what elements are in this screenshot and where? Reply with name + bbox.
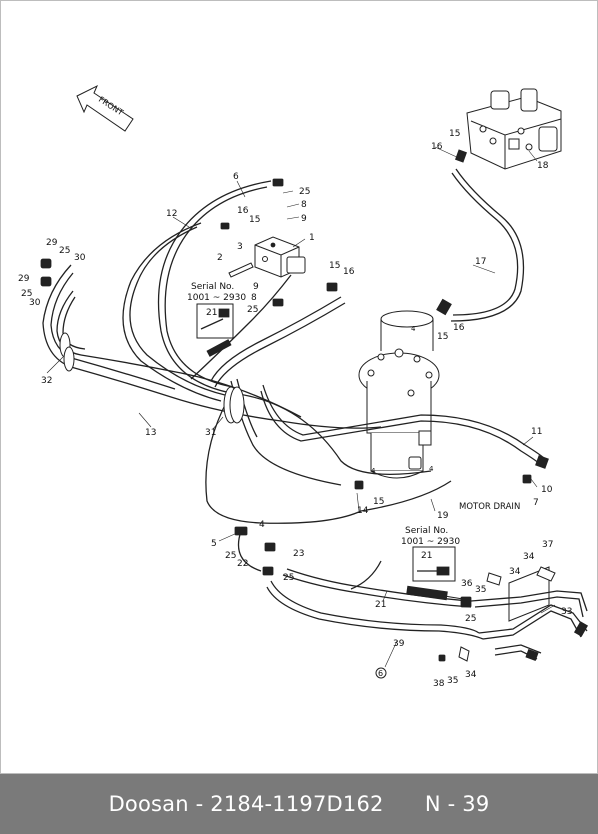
callout-25: 25 [21,289,32,299]
callout-9: 9 [253,282,259,292]
callout-4: 4 [429,465,434,473]
swivel-joint [358,310,440,479]
callout-15: 15 [329,261,340,271]
callout-6: 6 [233,172,239,182]
callout-35: 35 [475,585,486,595]
callout-17: 17 [475,257,486,267]
callout-15: 15 [449,129,460,139]
callout-11: 11 [531,427,542,437]
callout-18: 18 [537,161,549,171]
serial-note-b-range: 1001 ~ 2930 [401,537,460,547]
callout-4: 4 [411,325,416,333]
callout-15: 15 [249,215,260,225]
callout-30: 30 [74,253,86,263]
callout-35: 35 [447,676,458,686]
callout-16: 16 [237,206,249,216]
hose-lines [42,168,546,640]
callout-34: 34 [523,552,535,562]
serial-note-a-part: 21 [206,308,217,318]
footer-page: N - 39 [424,792,490,816]
callout-13: 13 [145,428,156,438]
serial-note-a-range: 1001 ~ 2930 [187,293,246,303]
callout-39: 39 [393,639,405,649]
callout-9: 9 [301,214,307,224]
callout-2: 2 [217,253,223,263]
callout-23: 23 [293,549,304,559]
manifold-block [228,236,306,278]
callout-8: 8 [251,293,257,303]
fittings [40,149,549,662]
circled-callout-number: 6 [378,669,383,678]
callout-37: 37 [542,540,553,550]
footer-brand: Doosan [108,792,189,816]
front-arrow: FRONT [76,84,134,132]
callout-12: 12 [166,209,177,219]
callout-4: 4 [259,520,265,530]
callout-25: 25 [225,551,236,561]
serial-note-b: Serial No. 1001 ~ 2930 21 [401,526,460,582]
callout-30: 30 [29,298,41,308]
callout-1: 1 [309,233,315,243]
callout-7: 7 [533,498,539,508]
diagram-frame: FRONT [0,0,598,774]
callout-32: 32 [41,376,52,386]
callout-10: 10 [541,485,553,495]
callout-5: 5 [211,539,217,549]
callout-33: 33 [561,607,572,617]
footer-gap [384,792,425,816]
hose-clamps [59,332,556,662]
pipe-assembly [470,566,589,661]
callout-25: 25 [59,246,70,256]
serial-note-a-title: Serial No. [191,282,234,292]
callout-25: 25 [247,305,258,315]
callout-25: 25 [465,614,476,624]
callout-25: 25 [283,573,294,583]
callout-19: 19 [437,511,449,521]
callout-34: 34 [465,670,477,680]
serial-note-b-title: Serial No. [405,526,448,536]
callout-16: 16 [343,267,355,277]
callout-3: 3 [237,242,243,252]
hydraulic-hose-diagram: FRONT [18,84,589,689]
callout-4: 4 [371,467,376,475]
control-valve [466,88,562,170]
callout-36: 36 [461,579,473,589]
callout-34: 34 [509,567,521,577]
serial-note-a: Serial No. 1001 ~ 2930 21 [187,282,246,339]
circled-callout: 6 [375,667,387,679]
footer-part-number: 2184-1197D162 [210,792,384,816]
callout-38: 38 [433,679,445,689]
callout-15: 15 [373,497,384,507]
footer-separator: - [188,792,211,816]
callout-labels: 6 25 8 9 12 16 15 1 3 2 15 16 29 25 30 2… [18,129,572,689]
footer-bar: Doosan - 2184-1197D162 N - 39 [0,774,598,834]
motor-drain-label: MOTOR DRAIN [459,502,520,512]
callout-15: 15 [437,332,448,342]
callout-31: 31 [205,428,216,438]
serial-note-b-part: 21 [421,551,432,561]
callout-16: 16 [431,142,443,152]
callout-8: 8 [301,200,307,210]
callout-14: 14 [357,506,369,516]
leader-lines [46,146,556,668]
callout-16: 16 [453,323,465,333]
callout-22: 22 [237,559,248,569]
callout-29: 29 [46,238,58,248]
callout-25: 25 [299,187,310,197]
callout-29: 29 [18,274,30,284]
callout-21: 21 [375,600,386,610]
